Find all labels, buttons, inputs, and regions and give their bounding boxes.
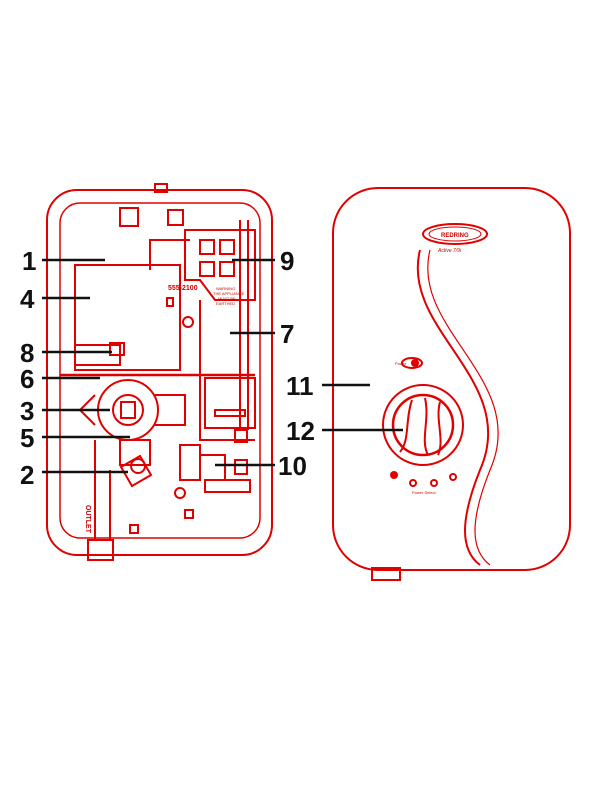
power-label: Power xyxy=(395,361,407,366)
callout-5: 5 xyxy=(20,423,34,453)
front-cover xyxy=(332,187,571,571)
temperature-dial[interactable] xyxy=(391,393,455,457)
callout-6: 6 xyxy=(20,364,34,394)
warning-line: THE APPLIANCE xyxy=(213,291,245,296)
callout-10: 10 xyxy=(278,451,307,481)
model-number: 555-2100 xyxy=(168,285,198,292)
leader-lines xyxy=(42,258,403,474)
warning-line: EARTHED xyxy=(216,301,235,306)
model-text: Active 7/9i xyxy=(437,248,462,254)
power-select-label: Power Select xyxy=(412,490,436,495)
exterior-view xyxy=(332,187,571,581)
callout-4: 4 xyxy=(20,284,35,314)
callout-9: 9 xyxy=(280,246,294,276)
callout-3: 3 xyxy=(20,396,34,426)
warning-line: WARNING xyxy=(216,286,235,291)
warning-line: MUST BE xyxy=(218,296,236,301)
brand-logo xyxy=(422,223,488,245)
outlet-label: OUTLET xyxy=(84,505,91,534)
heater-can xyxy=(74,264,181,371)
brand-text: REDRING xyxy=(441,233,469,239)
callout-8: 8 xyxy=(20,338,34,368)
callout-11: 11 xyxy=(286,371,314,401)
temperature-dial-ring[interactable] xyxy=(382,384,464,466)
callout-2: 2 xyxy=(20,460,34,490)
power-indicator xyxy=(401,357,423,369)
callout-12: 12 xyxy=(286,416,315,446)
callout-1: 1 xyxy=(22,246,36,276)
callout-7: 7 xyxy=(280,319,294,349)
terminal-block xyxy=(184,229,256,301)
outer-casing xyxy=(46,189,273,556)
interior-view xyxy=(46,183,273,561)
